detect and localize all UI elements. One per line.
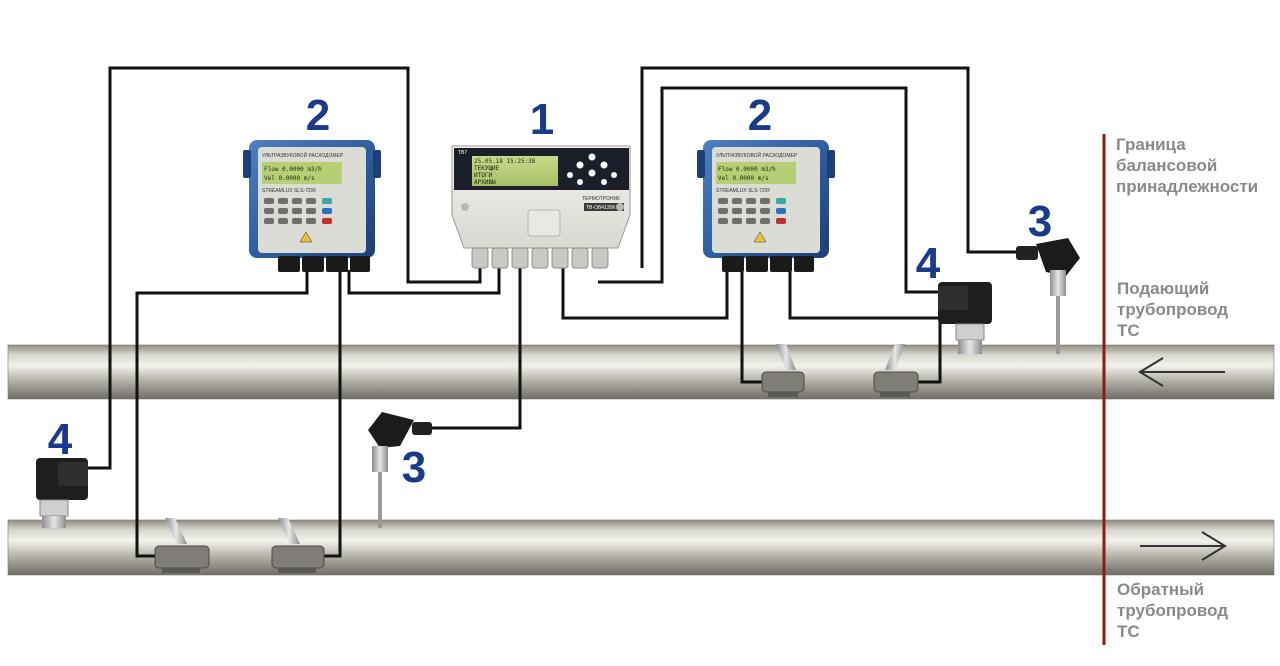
transducer-supply-a xyxy=(761,344,805,397)
calculator-lcd-line-4: АРХИВЫ xyxy=(474,179,496,186)
pressure-sensor-right xyxy=(938,282,992,354)
supply-flow-arrow-icon xyxy=(1138,357,1225,387)
flowmeter-left-lcd-1: Flow 0.0000 m3/h xyxy=(264,166,322,173)
return-label-line-3: ТС xyxy=(1117,622,1140,641)
flowmeter-right: УЛЬТРАЗВУКОВОЙ РАСХОДОМЕР Flow 0.0000 m3… xyxy=(697,140,835,272)
flowmeter-left-caption: УЛЬТРАЗВУКОВОЙ РАСХОДОМЕР xyxy=(262,151,344,159)
wire-temp-bottom xyxy=(428,268,522,430)
supply-label-line-2: трубопровод xyxy=(1117,300,1228,319)
return-pipe xyxy=(7,519,1275,576)
calculator-lcd xyxy=(472,156,558,186)
return-label-line-1: Обратный xyxy=(1117,580,1204,599)
boundary-label-line-1: Граница xyxy=(1116,135,1186,154)
calculator-lcd-line-3: ИТОГИ xyxy=(474,172,492,179)
boundary-label-line-2: балансовой xyxy=(1116,156,1217,175)
calculator-model: ТВ7 xyxy=(458,150,467,156)
flowmeter-left-keypad xyxy=(264,198,332,224)
flowmeter-right-number-label: 2 xyxy=(748,91,772,140)
flowmeter-right-caption: УЛЬТРАЗВУКОВОЙ РАСХОДОМЕР xyxy=(716,151,798,159)
supply-pipe xyxy=(7,344,1275,400)
temp-sensor-bottom-number-label: 3 xyxy=(402,443,426,492)
flowmeter-right-keypad xyxy=(718,198,786,224)
temp-sensor-top-number-label: 3 xyxy=(1028,197,1052,246)
calculator-window xyxy=(527,209,561,237)
transducer-return-b xyxy=(271,518,325,573)
temperature-sensor-bottom xyxy=(368,412,432,528)
boundary-label: Граница балансовой принадлежности xyxy=(1116,135,1258,196)
calculator-cable-glands xyxy=(471,247,609,269)
supply-label-line-3: ТС xyxy=(1117,321,1140,340)
temperature-sensor-top xyxy=(1016,238,1080,354)
wiring xyxy=(88,66,1018,558)
flowmeter-left: УЛЬТРАЗВУКОВОЙ РАСХОДОМЕР Flow 0.0000 m3… xyxy=(243,140,381,272)
flowmeter-left-model: STREAMLUX SLS-720F xyxy=(262,188,316,194)
wire-flowmeter-right-transducer-a xyxy=(740,270,762,384)
calculator-lcd-line-2: ТЕКУЩИЕ xyxy=(474,165,500,172)
wire-flowmeter-left-calc xyxy=(347,268,501,295)
calculator-lcd-line-1: 25.05.18 15:25:38 xyxy=(474,158,536,165)
calculator-badge: ТВ-ОВ4130К xyxy=(586,205,615,211)
wire-temp-top xyxy=(640,66,1018,268)
wire-calc-flowmeter-right xyxy=(561,268,729,320)
boundary-label-line-3: принадлежности xyxy=(1116,177,1258,196)
pressure-sensor-left-number-label: 4 xyxy=(48,415,73,464)
wire-flowmeter-left-transducer-a xyxy=(135,270,309,558)
wire-flowmeter-left-transducer-b xyxy=(322,270,342,558)
wire-pressure-right xyxy=(598,86,940,294)
pressure-sensor-left xyxy=(36,458,88,528)
supply-label-line-1: Подающий xyxy=(1117,279,1209,298)
flowmeter-right-lcd-1: Flow 0.0000 m3/h xyxy=(718,166,776,173)
calculator-brand: ТЕРМОТРОНИК xyxy=(582,196,620,202)
supply-pipe-label: Подающий трубопровод ТС xyxy=(1117,279,1228,340)
flowmeter-right-glands xyxy=(722,256,814,272)
return-flow-arrow-icon xyxy=(1140,531,1227,561)
return-label-line-2: трубопровод xyxy=(1117,601,1228,620)
heat-calculator: 25.05.18 15:25:38 ТЕКУЩИЕ ИТОГИ АРХИВЫ Т… xyxy=(451,145,631,269)
transducer-supply-b xyxy=(873,344,919,397)
wire-pressure-left xyxy=(88,66,482,470)
flowmeter-right-model: STREAMLUX SLS-720F xyxy=(716,188,770,194)
pressure-sensor-right-number-label: 4 xyxy=(916,239,941,288)
flowmeter-right-lcd-2: Vel 0.0000 m/s xyxy=(718,175,769,182)
flowmeter-left-number-label: 2 xyxy=(306,91,330,140)
return-pipe-label: Обратный трубопровод ТС xyxy=(1117,580,1228,641)
calculator-keypad xyxy=(567,153,617,185)
flowmeter-left-lcd-2: Vel 0.0000 m/s xyxy=(264,175,315,182)
transducer-return-a xyxy=(154,518,210,573)
calculator-number-label: 1 xyxy=(530,95,554,144)
flowmeter-left-glands xyxy=(278,256,370,272)
